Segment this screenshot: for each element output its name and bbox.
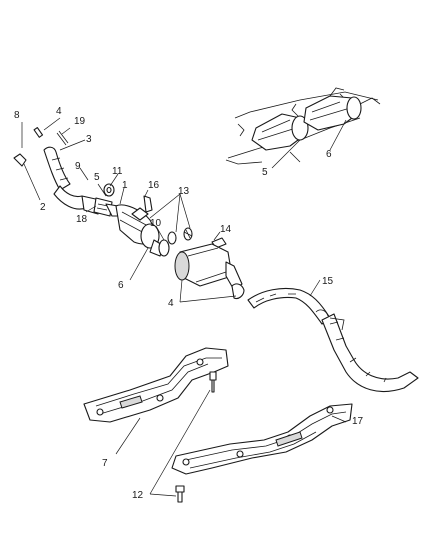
callout-8: 10 <box>150 218 162 229</box>
callout-labels: 8 4 19 3 2 9 5 11 1 16 18 13 10 14 6 4 1… <box>14 106 364 501</box>
callout-10: 8 <box>14 110 20 121</box>
converter-assembly-inset <box>225 87 381 165</box>
callout-4-bottom: 4 <box>168 298 174 309</box>
callout-11: 13 <box>178 186 190 197</box>
callout-3: 3 <box>86 134 92 145</box>
callout-12: 14 <box>220 224 232 235</box>
callout-9: 11 <box>112 166 123 177</box>
callout-15: 17 <box>352 416 364 427</box>
callout-13: 15 <box>322 276 334 287</box>
heat-shield-rear <box>171 403 353 475</box>
tail-pipe <box>247 287 419 392</box>
callout-6-right: 6 <box>326 149 332 160</box>
leader-lines <box>21 117 347 497</box>
callout-1: 1 <box>122 180 128 191</box>
callout-2: 2 <box>40 202 46 213</box>
catalytic-converter <box>93 183 165 257</box>
callout-19: 19 <box>74 116 86 127</box>
callout-16: 7 <box>102 458 108 469</box>
callout-5-right: 5 <box>262 167 268 178</box>
callout-6-left: 6 <box>118 280 124 291</box>
callout-5-left: 5 <box>94 172 100 183</box>
muffler <box>174 243 245 300</box>
callout-4-top: 4 <box>56 106 62 117</box>
bolts <box>175 371 217 503</box>
callout-7: 9 <box>75 161 81 172</box>
heat-shield-front <box>83 347 229 423</box>
callout-18: 18 <box>76 214 88 225</box>
callout-14: 16 <box>148 180 160 191</box>
callout-17: 12 <box>132 490 144 501</box>
